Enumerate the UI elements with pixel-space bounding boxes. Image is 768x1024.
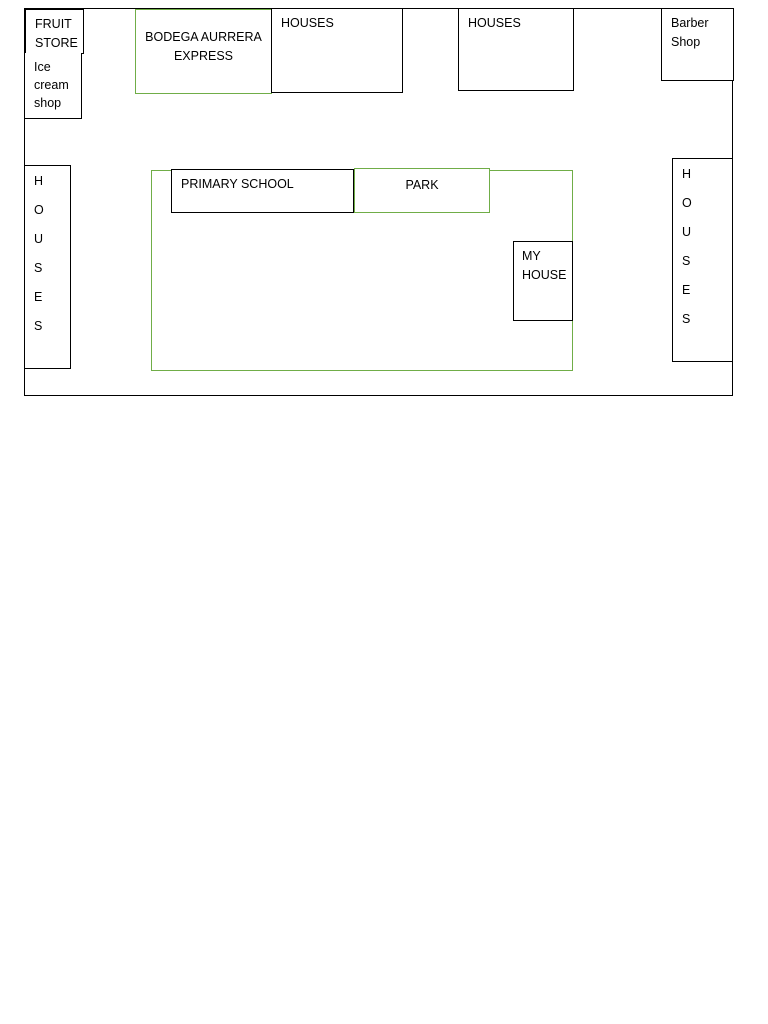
barber-shop-box: Barber Shop (661, 8, 734, 81)
fruit-store-label: FRUIT STORE (35, 17, 78, 50)
fruit-store-box: FRUIT STORE (25, 9, 84, 54)
houses-top-right-box: HOUSES (458, 8, 574, 91)
houses-left-letter: H (34, 174, 44, 188)
houses-top-right-label: HOUSES (468, 16, 521, 30)
my-house-label: MY HOUSE (522, 249, 567, 282)
houses-left-column-box: H O U S E S (24, 165, 71, 369)
barber-shop-label: Barber Shop (671, 16, 709, 49)
park-box: PARK (354, 168, 490, 213)
primary-school-box: PRIMARY SCHOOL (171, 169, 354, 213)
houses-top-left-label: HOUSES (281, 16, 334, 30)
ice-cream-shop-label: Ice cream shop (34, 60, 69, 110)
primary-school-label: PRIMARY SCHOOL (181, 177, 294, 191)
houses-right-letter: S (682, 254, 691, 268)
houses-left-letter: U (34, 232, 44, 246)
bodega-aurrera-express-label: BODEGA AURRERA EXPRESS (145, 30, 262, 63)
houses-right-letter: S (682, 312, 691, 326)
park-label: PARK (405, 178, 439, 192)
houses-right-letter: E (682, 283, 691, 297)
houses-left-letter: S (34, 319, 43, 333)
houses-right-letter: H (682, 167, 692, 181)
houses-left-letter: S (34, 261, 43, 275)
bodega-aurrera-express-box: BODEGA AURRERA EXPRESS (135, 9, 272, 94)
ice-cream-shop-box: Ice cream shop (24, 53, 82, 119)
houses-right-column-box: H O U S E S (672, 158, 733, 362)
houses-top-left-box: HOUSES (271, 8, 403, 93)
my-house-box: MY HOUSE (513, 241, 573, 321)
houses-right-letter: O (682, 196, 692, 210)
houses-left-letter: O (34, 203, 44, 217)
houses-left-letter: E (34, 290, 43, 304)
houses-right-letter: U (682, 225, 692, 239)
